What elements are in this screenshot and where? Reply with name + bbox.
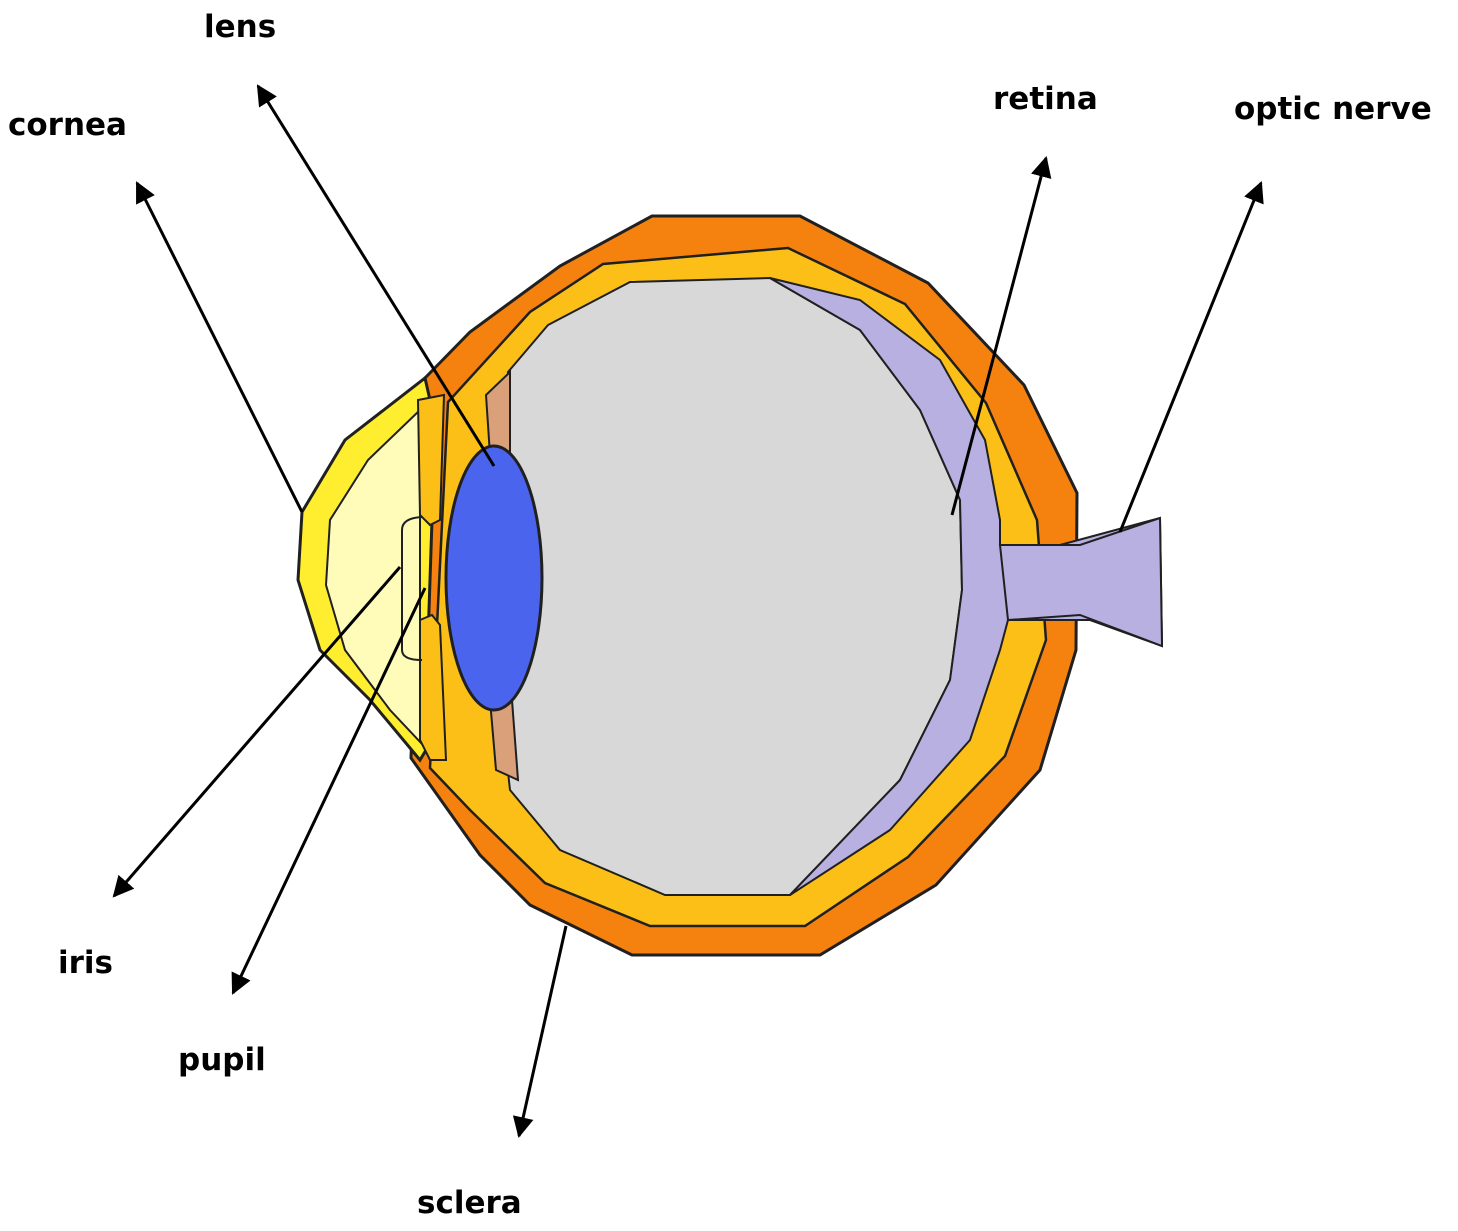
label-retina: retina: [993, 84, 1098, 115]
lens-shape: [446, 446, 542, 710]
label-sclera: sclera: [417, 1188, 522, 1219]
lens-arrow: [258, 86, 494, 466]
label-cornea: cornea: [8, 110, 127, 141]
label-iris: iris: [58, 948, 113, 979]
iris-upper: [418, 395, 444, 525]
sclera-arrow: [519, 926, 566, 1136]
optic-nerve-arrow: [1120, 183, 1261, 532]
label-lens: lens: [204, 12, 276, 43]
cornea-arrow: [137, 183, 302, 512]
label-optic-nerve: optic nerve: [1234, 94, 1432, 125]
label-pupil: pupil: [178, 1045, 266, 1076]
